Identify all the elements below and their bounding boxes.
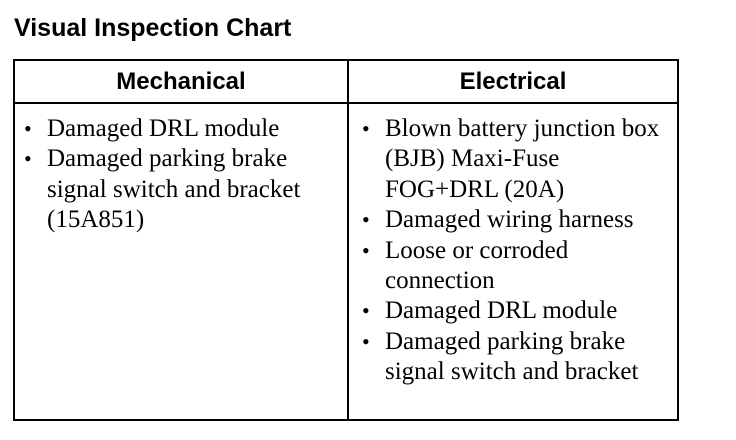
- list-item-text: Damaged parking brake signal switch and …: [385, 327, 639, 386]
- list-item: • Damaged wiring harness: [362, 205, 678, 235]
- bullet-icon: •: [24, 116, 32, 141]
- mechanical-items-list: • Damaged DRL module • Damaged parking bra…: [24, 114, 342, 236]
- bullet-icon: •: [362, 207, 370, 233]
- mechanical-column-header: Mechanical: [116, 68, 246, 95]
- bullet-icon: •: [362, 298, 370, 324]
- list-item: • Damaged DRL module: [362, 296, 678, 326]
- list-item: • Damaged DRL module: [24, 114, 342, 144]
- list-item: • Loose or corroded connection: [362, 236, 678, 297]
- bullet-icon: •: [362, 328, 370, 354]
- bullet-icon: •: [362, 237, 370, 263]
- list-item: • Damaged parking brake signal switch and…: [24, 144, 342, 235]
- electrical-items-list: • Blown battery junction box (BJB) Maxi-F…: [362, 114, 678, 388]
- list-item-text: Damaged DRL module: [47, 115, 280, 142]
- header-divider: [15, 102, 677, 104]
- inspection-table: Mechanical Electrical • Damaged DRL modul…: [13, 59, 679, 421]
- list-item-text: Loose or corroded connection: [385, 236, 569, 295]
- list-item-text: Damaged parking brake signal switch and …: [47, 145, 301, 234]
- list-item-text: Damaged wiring harness: [385, 206, 634, 234]
- list-item: • Blown battery junction box (BJB) Maxi-F…: [362, 114, 678, 205]
- bullet-icon: •: [24, 146, 32, 172]
- list-item: • Damaged parking brake signal switch and…: [362, 327, 678, 388]
- list-item-text: Blown battery junction box (BJB) Maxi-Fu…: [385, 115, 660, 203]
- column-divider: [347, 61, 349, 419]
- list-item-text: Damaged DRL module: [385, 297, 618, 325]
- page-title: Visual Inspection Chart: [14, 14, 292, 42]
- electrical-column-header: Electrical: [459, 68, 567, 95]
- bullet-icon: •: [362, 116, 370, 141]
